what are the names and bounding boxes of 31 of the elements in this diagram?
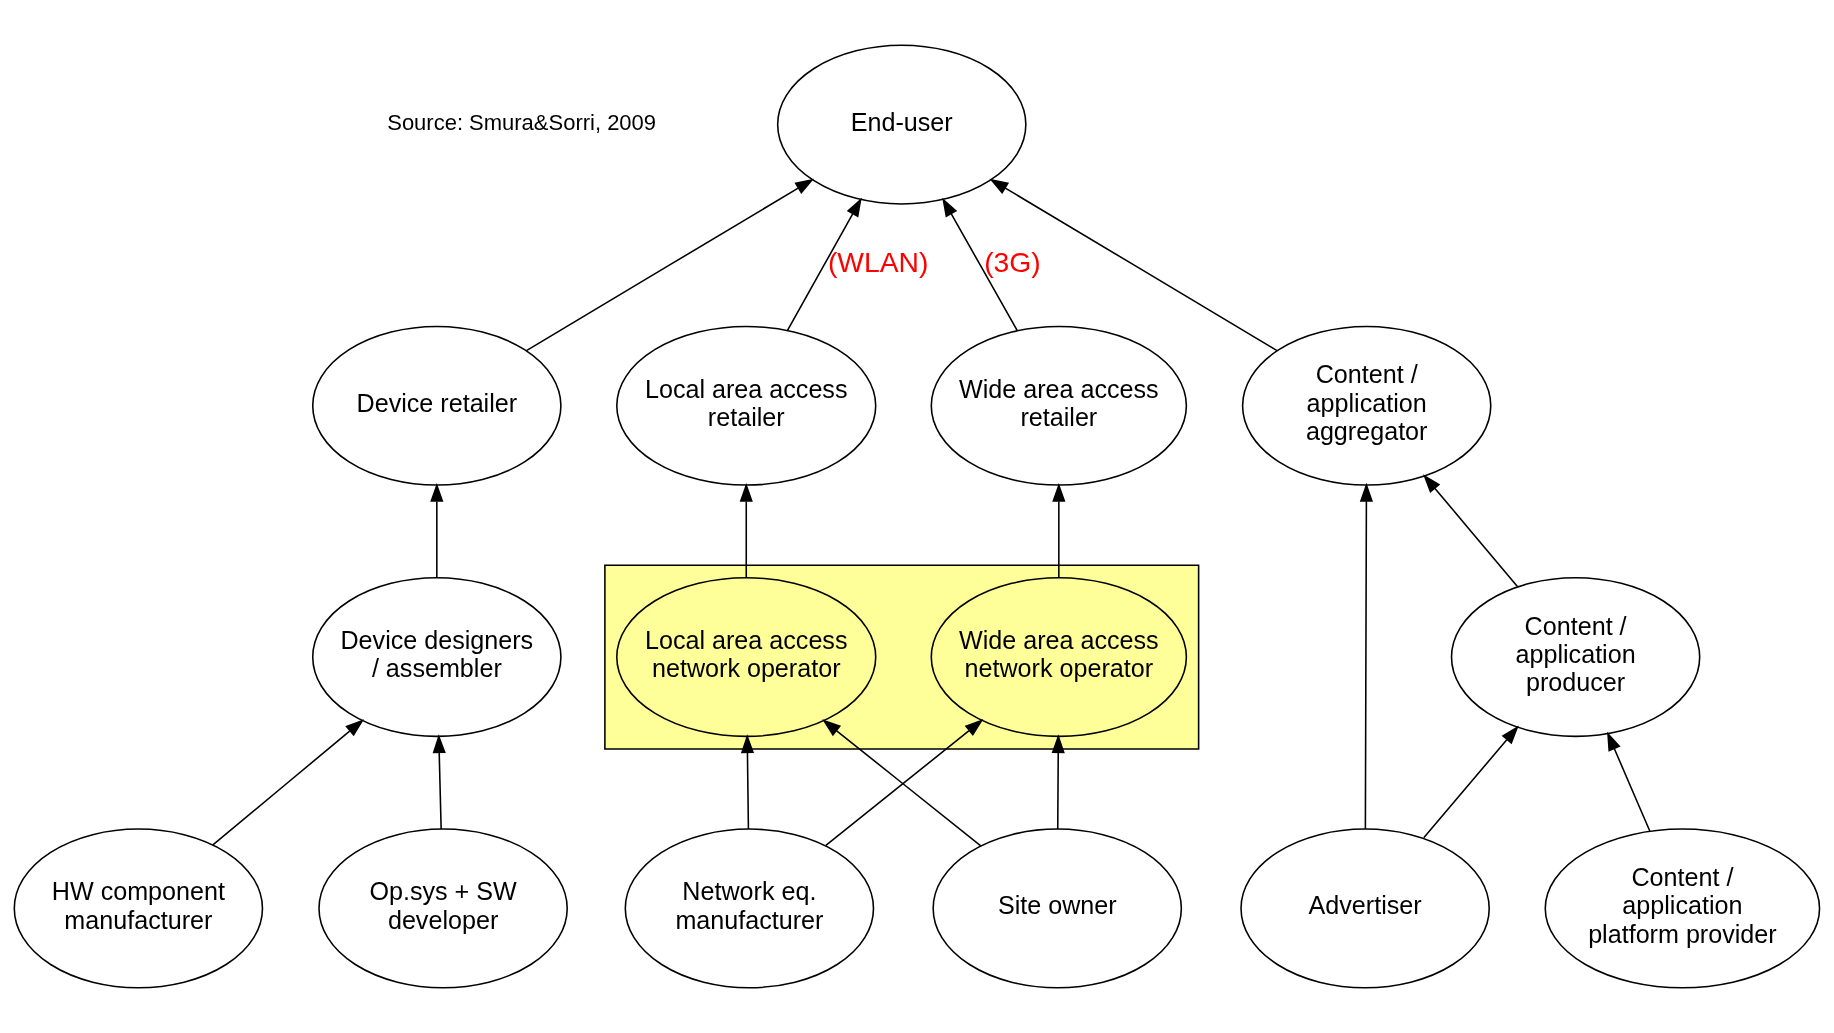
arrow [1359, 482, 1373, 830]
arrow [1422, 725, 1519, 839]
arrow [740, 734, 755, 830]
edge-label: (WLAN) [827, 246, 929, 279]
node-ellipse: Device retailer [311, 325, 562, 486]
arrow [1052, 482, 1066, 579]
arrow [525, 178, 815, 352]
node-ellipse: Site owner [932, 828, 1183, 989]
node-ellipse: Advertiser [1240, 828, 1490, 989]
edge-label: (3G) [984, 246, 1041, 279]
label: Source: Smura&Sorri, 2009 [387, 110, 657, 136]
node-ellipse: Op.sys + SW developer [318, 828, 568, 989]
node-ellipse: Content / application producer [1450, 576, 1701, 738]
node-ellipse: Content / application aggregator [1241, 325, 1492, 486]
arrow [1423, 474, 1519, 588]
node-ellipse: Local area access retailer [616, 325, 877, 486]
node-ellipse: Network eq. manufacturer [624, 828, 875, 989]
node-ellipse: End-user [776, 44, 1027, 205]
arrow [942, 197, 1018, 332]
arrow [1607, 731, 1651, 832]
arrow [989, 178, 1278, 352]
arrow [212, 719, 365, 846]
node-ellipse: Wide area access retailer [930, 325, 1188, 486]
arrow [432, 734, 446, 830]
node-ellipse: Content / application platform provider [1544, 828, 1821, 989]
arrow [430, 482, 444, 579]
node-ellipse: HW component manufacturer [13, 828, 264, 989]
arrow [786, 197, 862, 332]
cluster [604, 564, 1200, 750]
arrow [1051, 734, 1065, 830]
arrow [739, 482, 753, 579]
